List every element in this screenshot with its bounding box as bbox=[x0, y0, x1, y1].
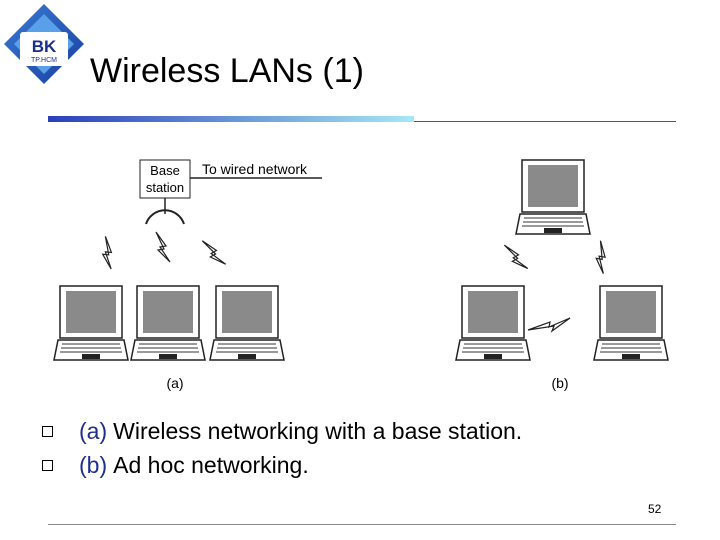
logo-text: BK bbox=[32, 37, 57, 56]
bullet-text: Ad hoc networking. bbox=[113, 451, 309, 478]
laptop-icon bbox=[130, 285, 206, 361]
signal-bolt-icon bbox=[589, 240, 615, 275]
page-number: 52 bbox=[648, 502, 662, 516]
base-label-line2: station bbox=[146, 180, 184, 195]
bullet-list: (a) Wireless networking with a base stat… bbox=[40, 414, 680, 482]
list-item: (a) Wireless networking with a base stat… bbox=[40, 414, 680, 448]
signal-bolt-icon bbox=[503, 239, 529, 274]
laptop-icon bbox=[455, 285, 531, 361]
signal-bolt-icon bbox=[155, 231, 171, 263]
bullet-tag: (b) bbox=[79, 451, 108, 478]
laptop-icon bbox=[209, 285, 285, 361]
wired-network-label: To wired network bbox=[202, 161, 308, 177]
base-label-line1: Base bbox=[150, 163, 180, 178]
laptop-icon bbox=[515, 159, 591, 235]
caption-a: (a) bbox=[166, 375, 183, 391]
bullet-square-icon bbox=[42, 459, 53, 471]
title-underline bbox=[48, 116, 676, 122]
laptop-icon bbox=[53, 285, 129, 361]
slide-title: Wireless LANs (1) bbox=[90, 52, 364, 90]
signal-bolt-icon bbox=[527, 317, 571, 333]
bullet-tag: (a) bbox=[79, 417, 108, 444]
bullet-square-icon bbox=[42, 425, 53, 437]
bullet-text: Wireless networking with a base station. bbox=[113, 417, 523, 444]
footer-rule bbox=[48, 524, 676, 525]
signal-bolt-icon bbox=[201, 235, 227, 270]
university-logo: BK TP.HCM bbox=[4, 4, 84, 84]
wireless-lan-figure: Base station To wired network (a) (b) bbox=[53, 159, 669, 391]
signal-bolt-icon bbox=[97, 235, 120, 270]
logo-subtext: TP.HCM bbox=[31, 57, 57, 64]
laptop-icon bbox=[593, 285, 669, 361]
base-station: Base station bbox=[139, 159, 322, 225]
caption-b: (b) bbox=[551, 375, 568, 391]
list-item: (b) Ad hoc networking. bbox=[40, 448, 680, 482]
